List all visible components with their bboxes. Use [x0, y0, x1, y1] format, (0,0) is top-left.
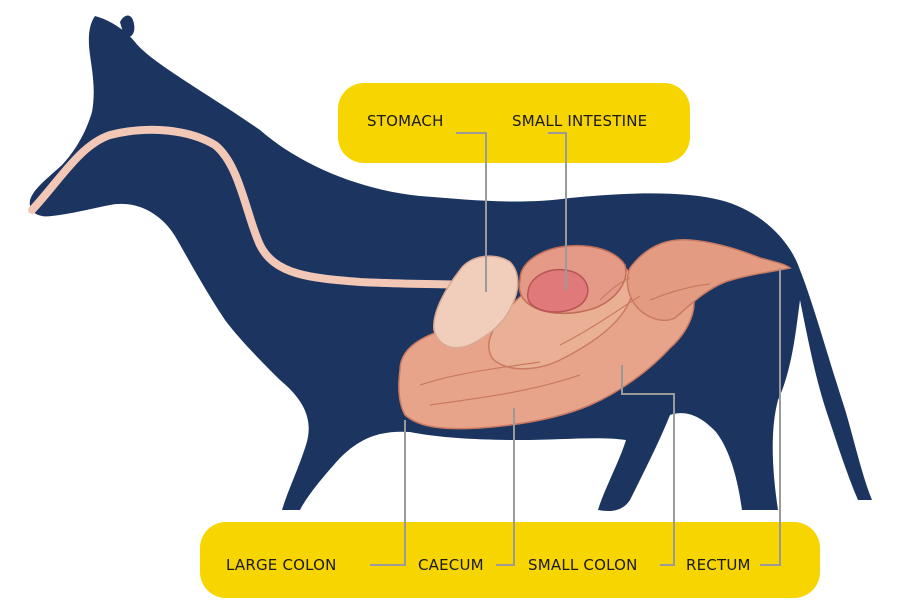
label-small-colon: SMALL COLON — [528, 556, 638, 574]
label-stomach: STOMACH — [367, 112, 444, 130]
label-caecum: CAECUM — [418, 556, 484, 574]
label-rectum: RECTUM — [686, 556, 751, 574]
label-small-intestine: SMALL INTESTINE — [512, 112, 647, 130]
label-large-colon: LARGE COLON — [226, 556, 337, 574]
small-intestine-highlight — [528, 270, 588, 312]
